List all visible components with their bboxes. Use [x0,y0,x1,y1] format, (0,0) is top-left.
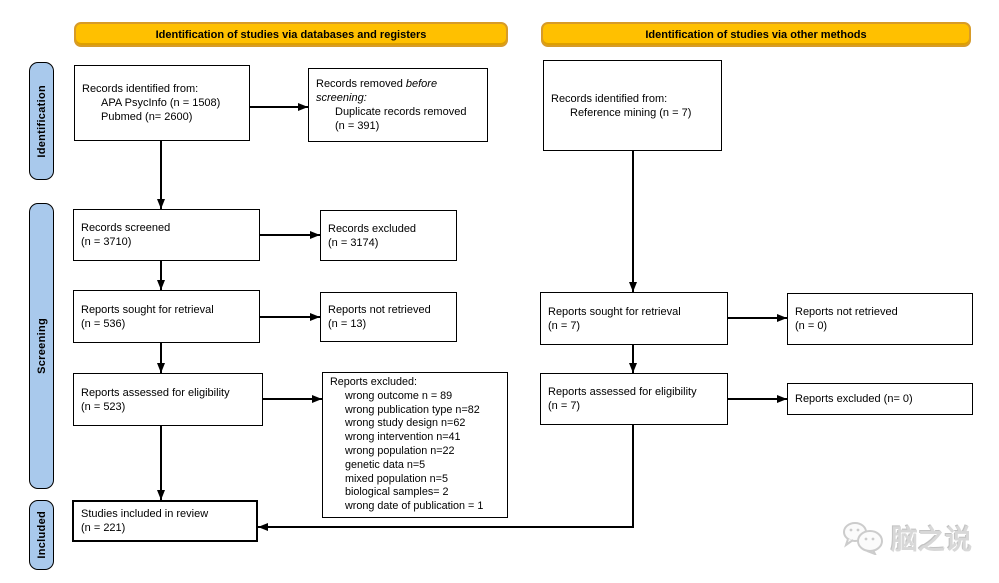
text-line: Reports sought for retrieval [548,305,681,318]
phase-label-identification: Identification [35,84,48,158]
phase-bar-screening: Screening [29,203,54,489]
reports-not-retrieved-box: Reports not retrieved (n = 13) [320,292,457,342]
text-line: (n = 536) [81,317,126,330]
text-line: Reports assessed for eligibility [81,386,230,399]
reports-assessed-eligibility-box: Reports assessed for eligibility (n = 52… [73,373,263,426]
phase-label-screening: Screening [35,318,48,374]
text-line: (n = 7) [548,400,581,412]
reports-excluded-other-box: Reports excluded (n= 0) [787,383,973,415]
text-line: biological samples= 2 [345,486,449,499]
records-identified-other-methods-box: Records identified from: Reference minin… [543,60,722,151]
text-line: (n = 13) [328,318,367,330]
watermark-text: 脑之说 [891,525,972,555]
text-line: Records identified from: [82,83,199,95]
text-line: Reports not retrieved [795,306,898,318]
text-line: (n = 3710) [81,236,132,248]
reports-sought-retrieval-other-box: Reports sought for retrieval (n = 7) [540,292,728,345]
text-line: Records excluded [328,222,417,235]
phase-bar-identification: Identification [29,62,54,180]
text-line: Studies included in review [81,508,209,520]
header-other-methods: Identification of studies via other meth… [541,22,971,47]
watermark: 脑之说 [842,518,972,557]
text-line: (n = 391) [335,120,380,132]
text-line: Reports excluded (n= 0) [795,393,913,405]
text-line: wrong population n=22 [345,445,455,457]
text-line: wrong study design n=62 [345,417,466,430]
text-line: wrong publication type n=82 [345,403,480,416]
text-line: Reports sought for retrieval [81,303,214,316]
text-line: Reports excluded: [330,376,418,389]
text-line: wrong outcome n = 89 [345,389,453,402]
text-line: Reports assessed for eligibility [548,386,697,398]
text-line: Records screened [81,222,171,234]
text-line: Pubmed (n= 2600) [101,111,193,123]
text-line: mixed population n=5 [345,472,448,485]
text-line: screening: [316,92,367,104]
arrow-other-assessed-to-included [258,425,634,531]
text-segment: Records removed [316,78,406,90]
text-line: APA PsycInfo (n = 1508) [101,97,221,109]
studies-included-review-box: Studies included in review (n = 221) [72,500,258,542]
reports-not-retrieved-other-box: Reports not retrieved (n = 0) [787,293,973,345]
reports-sought-retrieval-box: Reports sought for retrieval (n = 536) [73,290,260,343]
text-line: genetic data n=5 [345,458,426,471]
text-line: (n = 221) [81,522,126,534]
reports-assessed-eligibility-other-box: Reports assessed for eligibility (n = 7) [540,373,728,425]
phase-bar-included: Included [29,500,54,570]
text-line: wrong date of publication = 1 [345,500,484,513]
text-line: (n = 0) [795,320,828,332]
records-excluded-box: Records excluded (n = 3174) [320,210,457,261]
text-line: Duplicate records removed [335,106,467,118]
text-line: (n = 7) [548,319,581,332]
reports-excluded-reasons-box: Reports excluded: wrong outcome n = 89 w… [322,372,508,518]
text-line: Reference mining (n = 7) [570,106,692,119]
records-screened-box: Records screened (n = 3710) [73,209,260,261]
wechat-icon [843,521,883,555]
text-line: (n = 3174) [328,236,379,249]
records-identified-databases-box: Records identified from: APA PsycInfo (n… [74,65,250,141]
text-segment-italic: before [405,78,438,90]
text-line: Records removed before [316,77,480,91]
text-line: (n = 523) [81,400,126,413]
text-line: wrong intervention n=41 [345,431,461,444]
phase-label-included: Included [35,511,48,559]
records-removed-before-screening-box: Records removed before screening: Duplic… [308,68,488,142]
text-line: Reports not retrieved [328,304,431,316]
text-line: Records identified from: [551,92,668,105]
header-databases-registers: Identification of studies via databases … [74,22,508,47]
